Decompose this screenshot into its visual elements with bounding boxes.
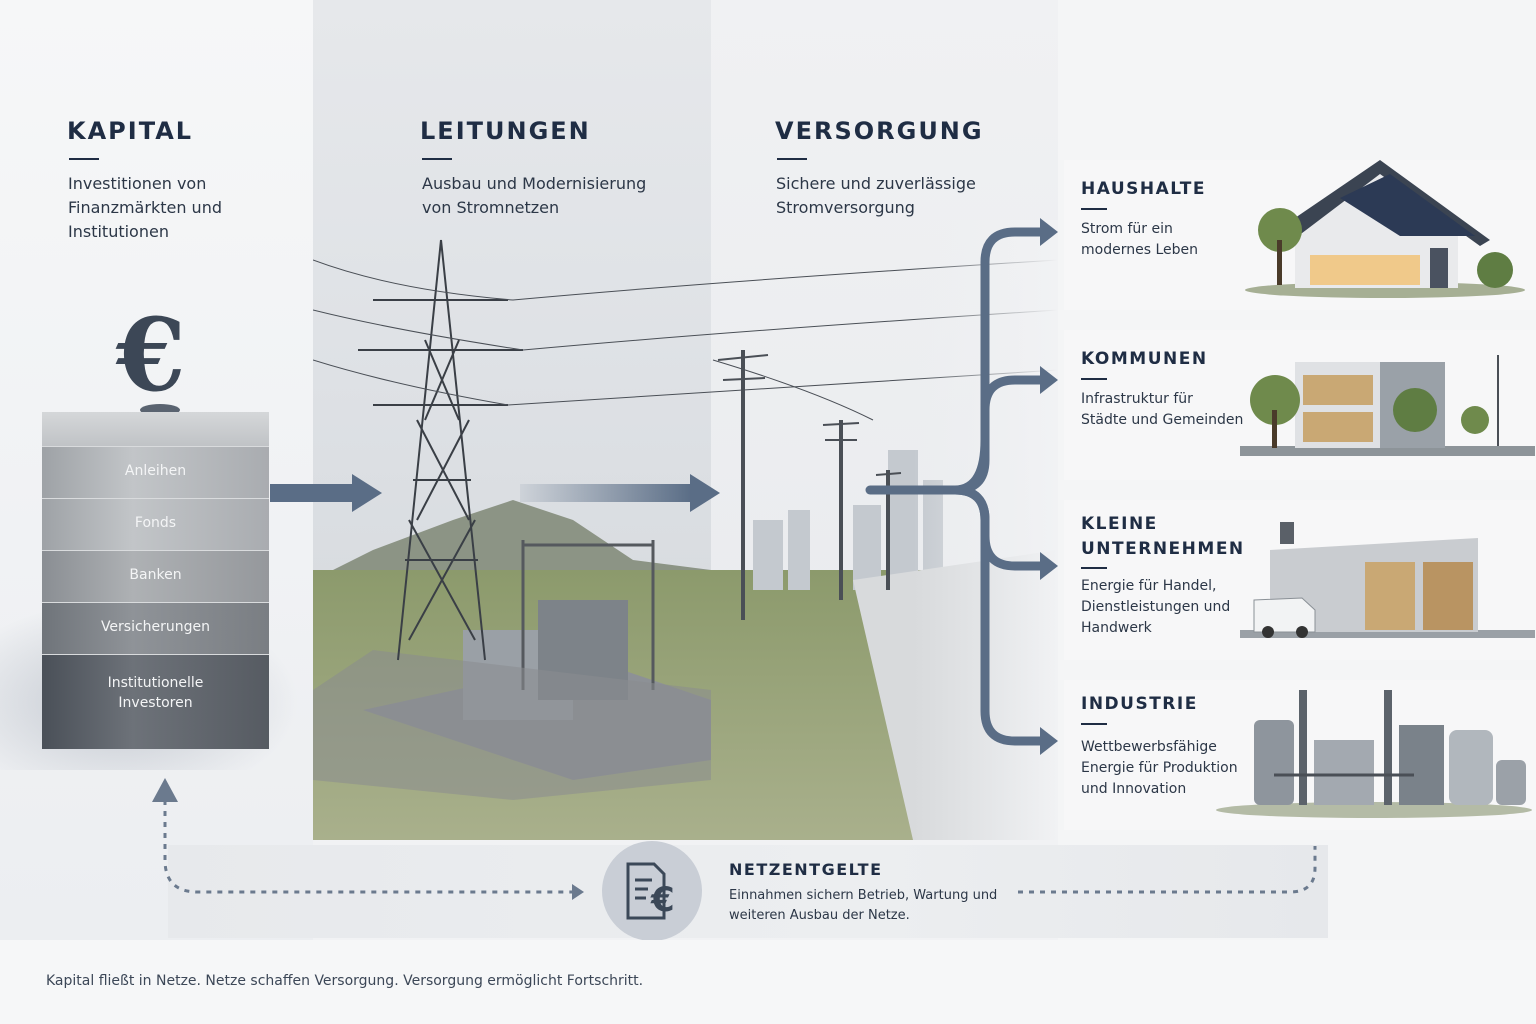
arrow-leitungen-to-versorgung — [520, 474, 720, 512]
workshop-icon — [1240, 520, 1535, 640]
arrow-kapital-to-leitungen — [270, 474, 382, 512]
branch-arrows — [870, 232, 1040, 741]
municipal-building-icon — [1240, 350, 1535, 460]
netzentgelte-heading: NETZENTGELTE — [729, 860, 883, 879]
footer-tagline: Kapital fließt in Netze. Netze schaffen … — [46, 973, 643, 989]
sector-card-kleine-unternehmen: KLEINE UNTERNEHMEN Energie für Handel,Di… — [1064, 500, 1536, 660]
house-icon — [1240, 160, 1530, 300]
invoice-euro-symbol: € — [651, 880, 675, 920]
